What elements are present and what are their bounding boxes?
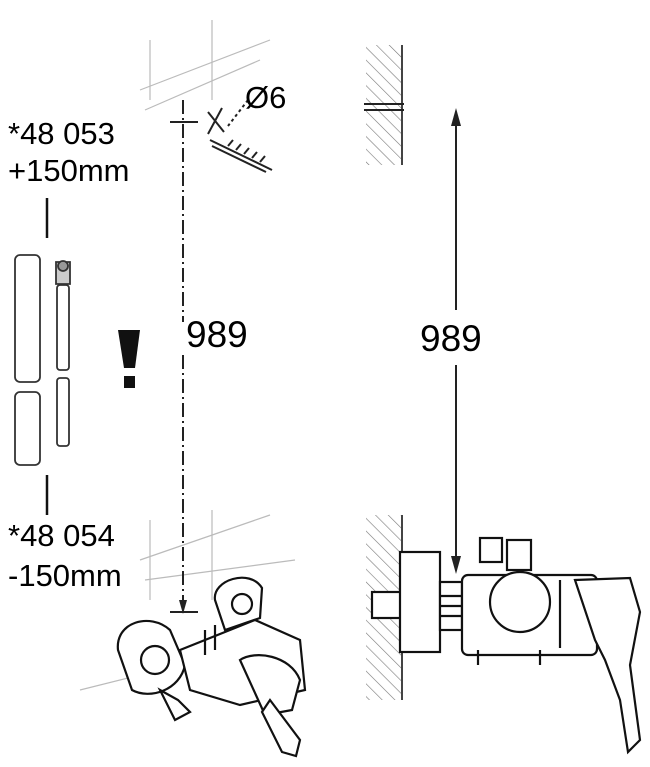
extension-short-length: -150mm [8,558,122,593]
mixer-front-view [116,576,307,758]
extension-long-length: +150mm [8,153,130,188]
sealant-icon [118,330,140,388]
dimension-front-value: 989 [186,314,248,355]
mixer-side-view [370,536,642,755]
extension-pipes [14,198,71,515]
diameter-label: Ø6 [245,80,287,115]
extension-long-code: *48 053 [8,116,115,151]
screw-drill-icon [207,99,273,173]
extension-short-code: *48 054 [8,518,115,553]
dimension-side-value: 989 [420,318,482,359]
dimension-line-front [170,100,198,614]
wall-hatch-top [364,45,404,165]
dimension-line-side [451,108,461,574]
wall-tile-sketch [79,20,296,691]
